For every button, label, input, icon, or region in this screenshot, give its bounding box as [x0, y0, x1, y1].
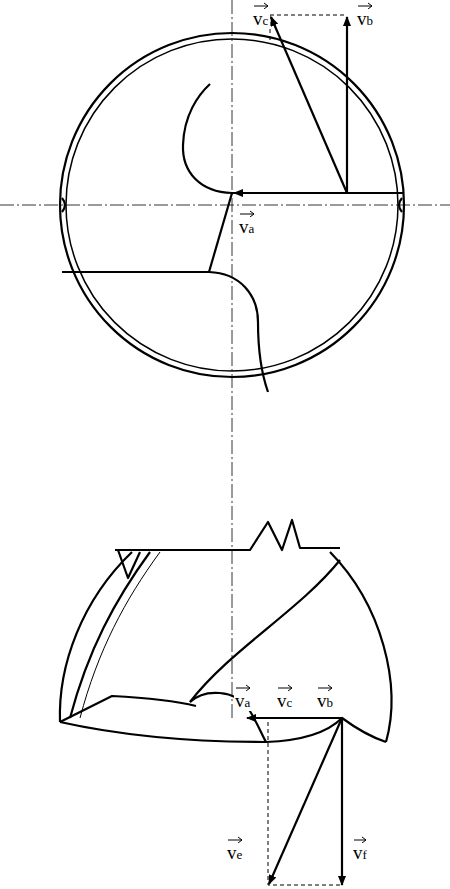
vector-label: vf: [352, 836, 368, 863]
vector-label: vb: [356, 2, 374, 29]
vector-name: vb: [357, 9, 373, 28]
vector-name: vc: [277, 691, 292, 710]
vector-label: vc: [276, 684, 294, 711]
vector-name: ve: [227, 843, 242, 862]
vector-arrow-mark: [317, 684, 333, 691]
vector-label: vb: [316, 684, 334, 711]
vector-arrow-mark: [277, 684, 293, 691]
vector-arrow-mark: [239, 210, 255, 217]
vector-arrow-mark: [235, 684, 251, 691]
vector-name: va: [235, 691, 250, 710]
vector-name: vc: [253, 9, 268, 28]
vector-name: vb: [317, 691, 333, 710]
vector-name: va: [239, 217, 254, 236]
vector-arrow-mark: [253, 2, 269, 9]
vector-name: vf: [353, 843, 367, 862]
vector-label: va: [238, 210, 256, 237]
vector-label: vc: [252, 2, 270, 29]
vector-arrow-mark: [353, 836, 367, 843]
vector-arrow-mark: [357, 2, 373, 9]
vector-label: va: [234, 684, 252, 711]
vector-label: ve: [226, 836, 244, 863]
vector-arrow-mark: [227, 836, 243, 843]
